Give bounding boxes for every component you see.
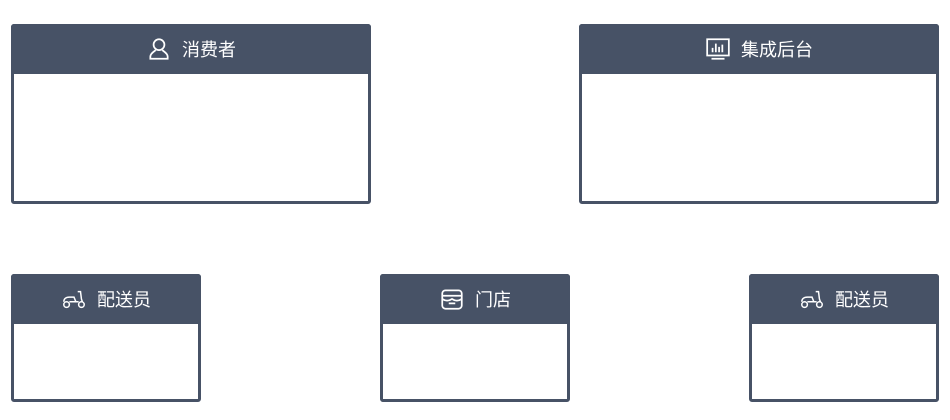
user-icon: [149, 38, 169, 60]
box-header: 门店: [380, 274, 570, 324]
box-title: 配送员: [835, 290, 889, 311]
box-header: 配送员: [749, 274, 939, 324]
scooter-icon: [63, 290, 85, 309]
dashboard-icon: [706, 38, 730, 60]
scooter-icon: [801, 290, 823, 309]
box-header: 集成后台: [579, 24, 939, 74]
store-box: 门店: [380, 274, 570, 402]
courier-box-left: 配送员: [11, 274, 201, 402]
consumer-box: 消费者: [11, 24, 371, 204]
backend-box: 集成后台: [579, 24, 939, 204]
box-title: 集成后台: [741, 40, 813, 61]
box-title: 门店: [475, 290, 511, 311]
box-header: 消费者: [11, 24, 371, 74]
store-icon: [441, 289, 463, 310]
courier-box-right: 配送员: [749, 274, 939, 402]
box-title: 消费者: [182, 40, 236, 61]
box-title: 配送员: [97, 290, 151, 311]
box-header: 配送员: [11, 274, 201, 324]
